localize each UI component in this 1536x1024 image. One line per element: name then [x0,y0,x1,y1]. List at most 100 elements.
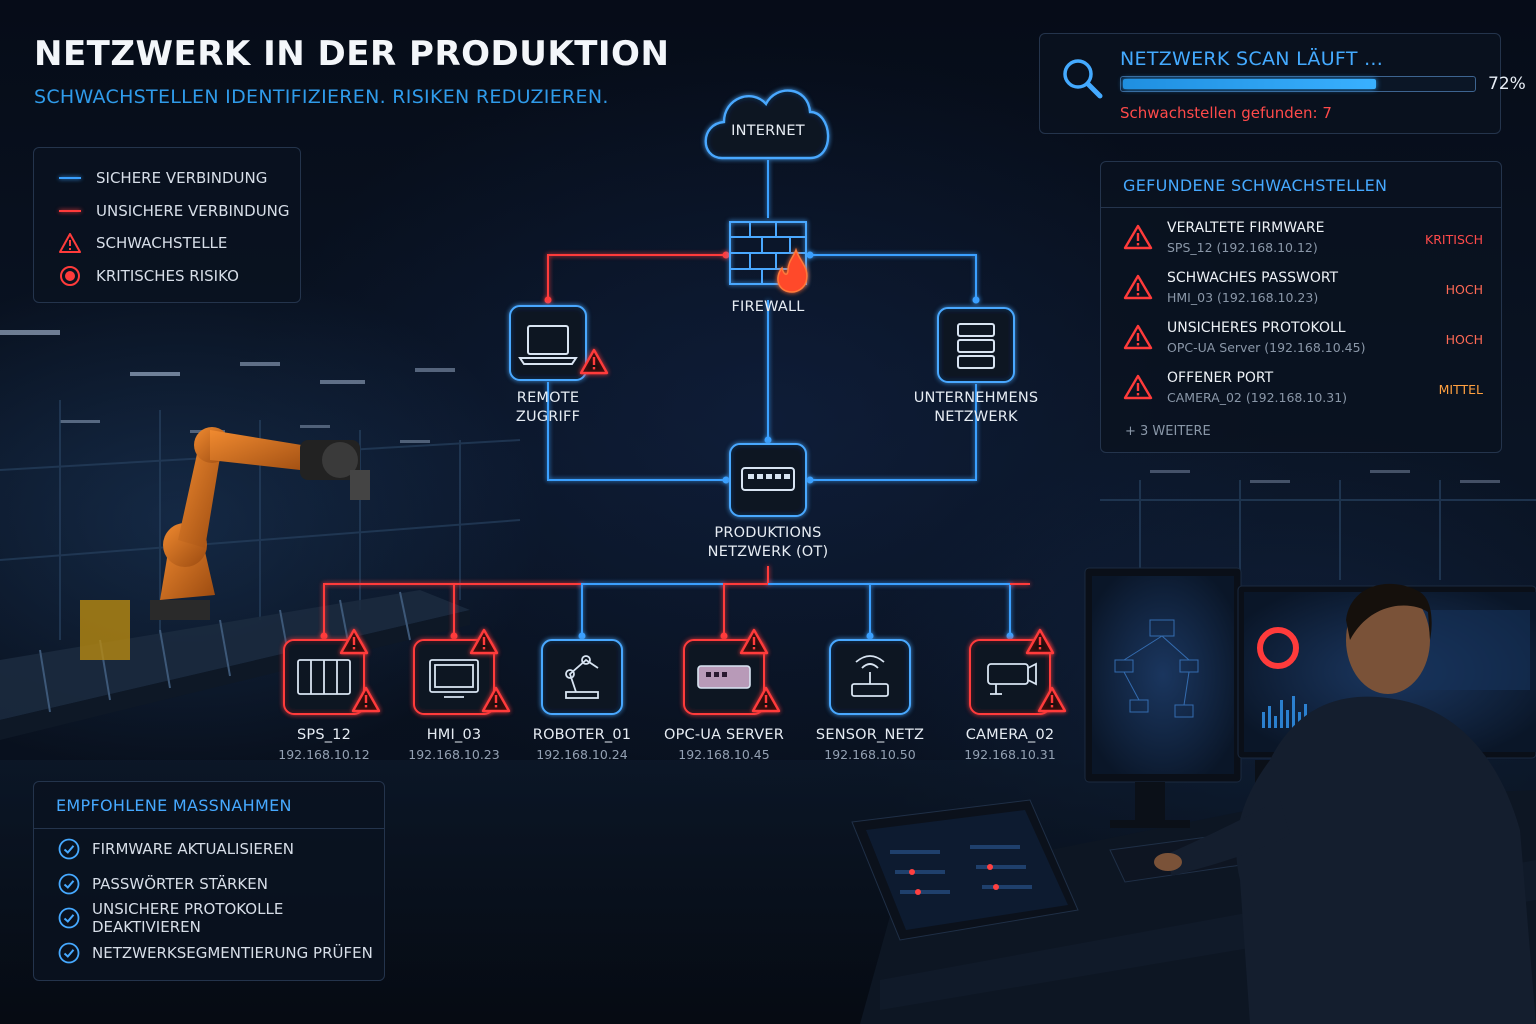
warning-icon [739,628,769,655]
warning-icon [59,233,81,254]
severity-badge: HOCH [1445,282,1483,297]
scan-progress-label: 72% [1488,74,1526,94]
switch-icon [741,467,795,491]
measure-label: UNSICHERE PROTOKOLLE DEAKTIVIEREN [92,900,284,936]
router-icon [697,665,751,689]
firewall-node[interactable] [729,221,808,293]
wireless-sensor-icon [851,655,889,697]
machine-block [80,600,130,660]
device-name-line: ROBOTER_01 [532,727,632,743]
firewall-label: FIREWALL [678,298,858,317]
internet-node[interactable] [704,89,830,160]
remote-access-label-line: ZUGRIFF [515,409,581,425]
link-endpoint [722,476,730,484]
link-endpoint [320,632,328,640]
device-ip: 192.168.10.31 [964,747,1056,762]
page-title: NETZWERK IN DER PRODUKTION [34,34,670,74]
vulnerability-name: SCHWACHES PASSWORT [1167,270,1339,286]
scan-progress-fill [1123,79,1377,89]
cloud-icon [704,89,830,160]
measure-label: PASSWÖRTER STÄRKEN [92,874,268,893]
warning-icon [1123,374,1153,400]
warning-icon [339,628,369,655]
link-production-sps [323,566,769,636]
secure-line-icon [59,177,81,180]
legend-label: SICHERE VERBINDUNG [96,169,268,188]
device-node-hmi-03[interactable] [413,628,511,715]
link-endpoint [578,632,586,640]
device-name: SPS_12 [234,726,414,745]
camera-icon [987,662,1037,695]
check-circle-icon [58,942,80,963]
link-production-camera [768,583,1011,636]
device-ip: 192.168.10.12 [278,747,370,762]
warning-icon [481,686,511,713]
vulnerability-name: UNSICHERES PROTOKOLL [1167,320,1346,336]
monitor-network-overview [1084,567,1242,828]
device-node-sensor-netz[interactable] [829,639,911,715]
robot-arm-icon [565,655,599,699]
insecure-line-icon [59,209,81,212]
device-name: CAMERA_02 [920,726,1100,745]
measure-item: UNSICHERE PROTOKOLLE DEAKTIVIEREN [58,900,384,936]
firewall-label-line: FIREWALL [731,299,805,315]
device-node-opc-ua-server[interactable] [683,628,781,715]
vulnerability-device: OPC-UA Server (192.168.10.45) [1167,340,1366,355]
firewall-icon [729,221,807,285]
production-network-label-line: PRODUKTIONS [714,525,822,541]
measures-panel: EMPFOHLENE MASSNAHMEN FIRMWARE AKTUALISI… [33,781,385,981]
link-endpoint [764,436,772,444]
warning-icon [351,686,381,713]
device-name-line: OPC-UA SERVER [663,727,785,743]
legend-label: UNSICHERE VERBINDUNG [96,201,290,220]
plc-icon [297,659,351,695]
enterprise-network-label-line: UNTERNEHMENS [913,390,1039,406]
device-name: ROBOTER_01 [492,726,672,745]
enterprise-network-label-line: NETZWERK [934,409,1018,425]
more-vulnerabilities-link[interactable]: + 3 WEITERE [1125,424,1211,439]
monitor-icon [429,659,479,698]
legend-item-insecure: UNSICHERE VERBINDUNG [58,195,300,228]
device-name: OPC-UA SERVER [634,726,814,745]
legend-panel: SICHERE VERBINDUNG UNSICHERE VERBINDUNG … [33,147,301,303]
enterprise-network-label: UNTERNEHMENS NETZWERK [886,389,1066,427]
device-ip: 192.168.10.23 [408,747,500,762]
link-endpoint [806,476,814,484]
warning-icon [579,348,609,375]
scan-progress-bar [1120,76,1476,92]
warning-icon [1123,224,1153,250]
link-endpoint [722,251,730,259]
link-production-sensor [768,583,871,636]
remote-access-node[interactable] [509,305,609,381]
device-node-sps-12[interactable] [283,628,381,715]
severity-badge: HOCH [1445,332,1483,347]
link-endpoint [544,296,552,304]
operator-person [1154,583,1536,1024]
device-ip: 192.168.10.24 [536,747,628,762]
warning-icon [751,686,781,713]
vulnerability-device: SPS_12 (192.168.10.12) [1167,240,1318,255]
vulnerability-item[interactable]: UNSICHERES PROTOKOLL OPC-UA Server (192.1… [1123,320,1483,366]
fire-icon [777,247,808,293]
link-endpoint [972,296,980,304]
device-node-roboter-01[interactable] [541,639,623,715]
link-production-hmi [453,583,768,636]
legend-label: KRITISCHES RISIKO [96,266,239,285]
enterprise-network-node[interactable] [937,307,1015,383]
legend-item-secure: SICHERE VERBINDUNG [58,162,300,195]
measure-label: NETZWERKSEGMENTIERUNG PRÜFEN [92,943,373,962]
vulnerability-name: OFFENER PORT [1167,370,1274,386]
severity-badge: KRITISCH [1425,232,1483,247]
device-name-line: CAMERA_02 [965,727,1055,743]
warning-icon [1037,686,1067,713]
warning-icon [1123,274,1153,300]
device-node-camera-02[interactable] [969,628,1067,715]
production-network-node[interactable] [729,443,807,517]
